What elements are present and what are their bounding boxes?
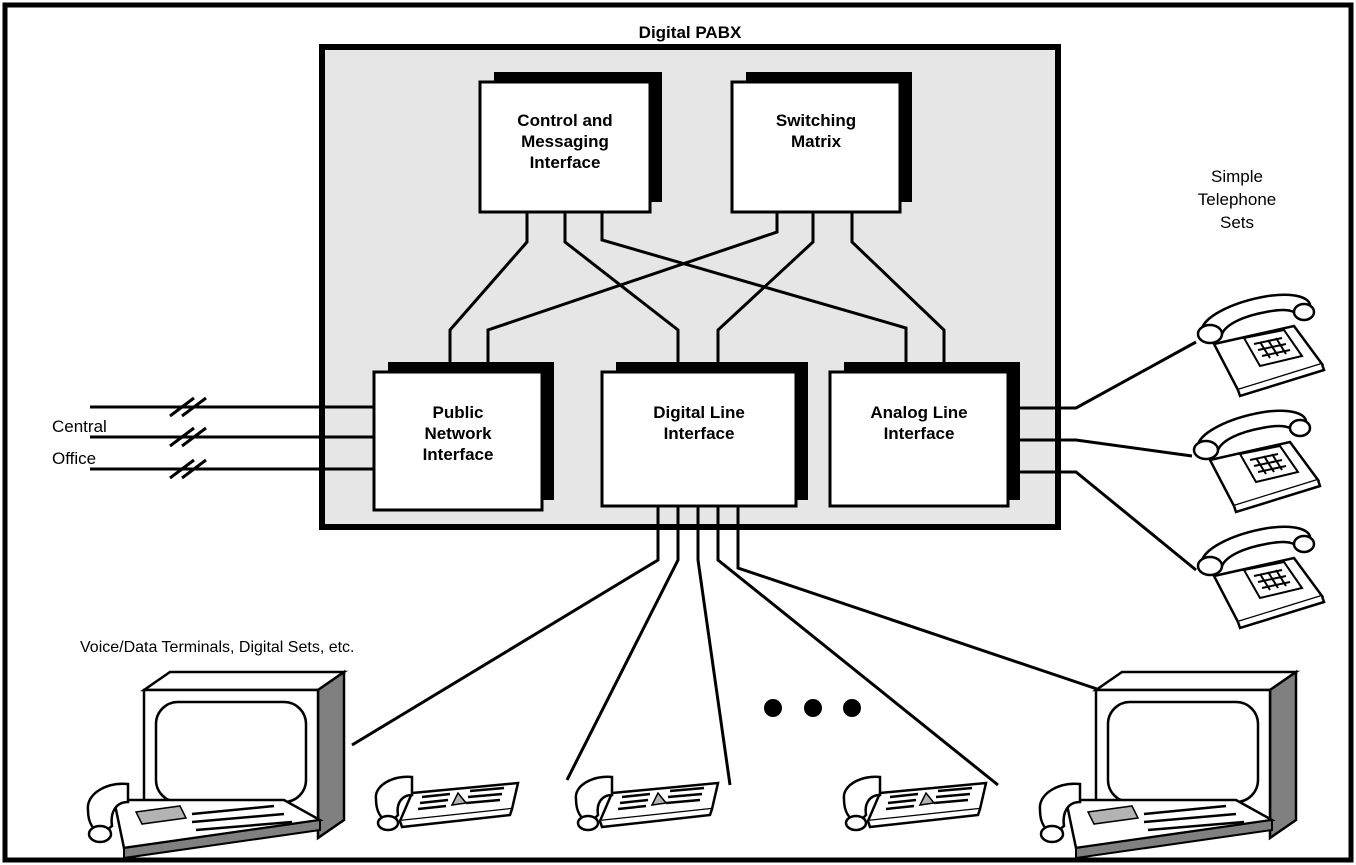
public-label-line1: Public xyxy=(432,403,483,422)
pabx-title: Digital PABX xyxy=(639,23,742,42)
analog-label-line2: Interface xyxy=(884,424,955,443)
public-label-line2: Network xyxy=(424,424,492,443)
simple-sets-label-line1: Simple xyxy=(1211,167,1263,186)
digital-terminal-lines xyxy=(351,506,1101,787)
office-label: Office xyxy=(52,449,96,468)
digital-label-line2: Interface xyxy=(664,424,735,443)
central-office-trunks xyxy=(90,396,374,480)
internal-connections xyxy=(448,210,946,362)
public-network-module: Public Network Interface xyxy=(372,362,554,512)
digital-line-module: Digital Line Interface xyxy=(600,362,808,508)
control-messaging-module: Control and Messaging Interface xyxy=(478,72,662,214)
analog-label-line1: Analog Line xyxy=(870,403,967,422)
analog-line-module: Analog Line Interface xyxy=(828,362,1020,508)
terminals-label: Voice/Data Terminals, Digital Sets, etc. xyxy=(80,639,355,656)
switching-label-line1: Switching xyxy=(776,111,856,130)
public-label-line3: Interface xyxy=(423,445,494,464)
analog-phone-lines xyxy=(1008,340,1197,572)
central-label: Central xyxy=(52,417,107,436)
control-label-line3: Interface xyxy=(530,153,601,172)
simple-sets-label-line3: Sets xyxy=(1220,213,1254,232)
ellipsis-dots xyxy=(764,699,861,717)
switching-matrix-module: Switching Matrix xyxy=(730,72,912,214)
digital-label-line1: Digital Line xyxy=(653,403,745,422)
control-label-line2: Messaging xyxy=(521,132,609,151)
control-label-line1: Control and xyxy=(517,111,612,130)
simple-sets-label-line2: Telephone xyxy=(1198,190,1276,209)
switching-label-line2: Matrix xyxy=(791,132,842,151)
